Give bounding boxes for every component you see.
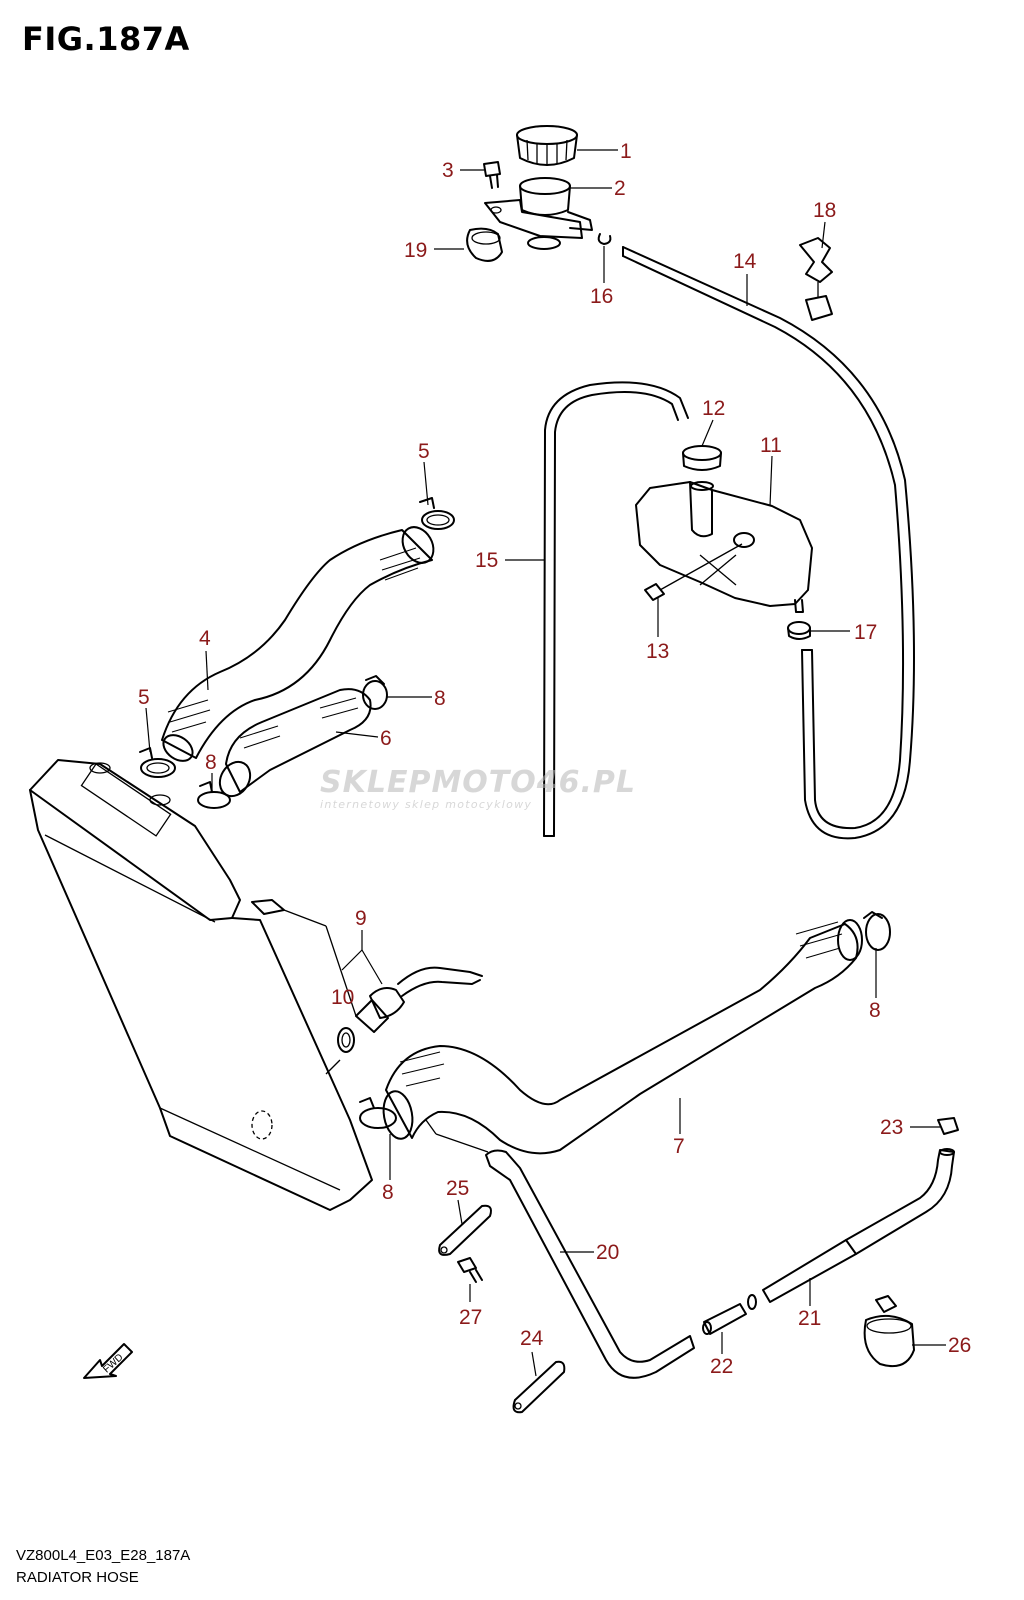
callout-6: 6 [380, 727, 392, 750]
pipe-joint-part-22 [702, 1294, 757, 1335]
callout-leaders [145, 149, 946, 1377]
hose-clamp-part-8-d [359, 1097, 397, 1129]
lower-hose-part-7 [382, 919, 863, 1155]
callout-16: 16 [590, 285, 613, 308]
callout-8-c: 8 [869, 999, 881, 1022]
water-pipe-part-20 [485, 1149, 695, 1379]
callout-22: 22 [710, 1355, 733, 1378]
hose-clamp-part-8-a [362, 675, 388, 710]
callout-13: 13 [646, 640, 669, 663]
callout-17: 17 [854, 621, 877, 644]
figure-description: RADIATOR HOSE [16, 1569, 139, 1586]
hose-clamp-part-5-upper [419, 497, 455, 530]
overflow-hose-part-14 [622, 246, 915, 840]
callout-27: 27 [459, 1306, 482, 1329]
siphon-hose-part-15 [543, 381, 689, 837]
callout-5-lower: 5 [138, 686, 150, 709]
bracket-part-24 [512, 1360, 566, 1414]
watermark-brand: SKLEPMOTO46.PL [320, 765, 637, 800]
callout-11: 11 [760, 434, 782, 457]
callout-4: 4 [199, 627, 211, 650]
hose-clamp-part-8-c [863, 911, 891, 951]
radiator-cap-part-1 [516, 125, 578, 166]
bolt-part-27 [457, 1257, 483, 1283]
callout-9: 9 [355, 907, 367, 930]
callout-26: 26 [948, 1334, 971, 1357]
clip-part-23 [937, 1117, 959, 1135]
gasket-part-10 [325, 1027, 355, 1075]
watermark-tagline: internetowy sklep motocyklowy [320, 798, 533, 811]
bolt-part-13 [644, 543, 743, 601]
short-hose-part-6 [218, 688, 372, 798]
upper-hose-part-4 [161, 526, 435, 762]
callout-numbers: 1 2 3 4 5 5 6 7 8 8 8 8 9 10 11 12 13 14… [138, 140, 971, 1378]
forward-arrow-icon: FWD [83, 1343, 133, 1379]
clamp-part-19 [466, 227, 503, 262]
callout-14: 14 [733, 250, 757, 273]
watermark: SKLEPMOTO46.PL internetowy sklep motocyk… [320, 765, 636, 811]
reservoir-cap-part-12 [682, 445, 722, 471]
figure-footer: VZ800L4_E03_E28_187A RADIATOR HOSE [16, 1545, 190, 1589]
clamp-part-17 [787, 621, 811, 640]
reservoir-tank-part-11 [635, 481, 813, 613]
thermo-switch-part-9 [283, 909, 483, 1033]
model-code: VZ800L4_E03_E28_187A [16, 1547, 191, 1564]
hose-clamp-part-5-lower [139, 747, 176, 778]
clamp-part-26 [863, 1295, 915, 1368]
callout-10: 10 [331, 986, 354, 1009]
callout-25: 25 [446, 1177, 469, 1200]
callout-8-b: 8 [205, 751, 217, 774]
callout-2: 2 [614, 177, 626, 200]
callout-5-upper: 5 [418, 440, 430, 463]
bolt-part-3 [483, 161, 501, 189]
filler-neck-part-2 [484, 177, 593, 250]
callout-24: 24 [520, 1327, 544, 1350]
figure-title: FIG.187A [22, 20, 190, 58]
callout-8-d: 8 [382, 1181, 394, 1204]
hose-clamp-part-8-b [197, 781, 231, 809]
callout-18: 18 [813, 199, 836, 222]
callout-23: 23 [880, 1116, 903, 1139]
clip-part-16 [597, 233, 612, 245]
hose-holder-part-18 [799, 237, 833, 321]
callout-20: 20 [596, 1241, 619, 1264]
water-pipe-part-21 [762, 1148, 955, 1303]
callout-1: 1 [620, 140, 632, 163]
callout-3: 3 [442, 159, 454, 182]
callout-15: 15 [475, 549, 498, 572]
radiator-core [29, 759, 373, 1211]
bracket-part-25 [438, 1204, 492, 1256]
callout-8-a: 8 [434, 687, 446, 710]
callout-12: 12 [702, 397, 725, 420]
callout-7: 7 [673, 1135, 685, 1158]
callout-19: 19 [404, 239, 427, 262]
callout-21: 21 [798, 1307, 821, 1330]
